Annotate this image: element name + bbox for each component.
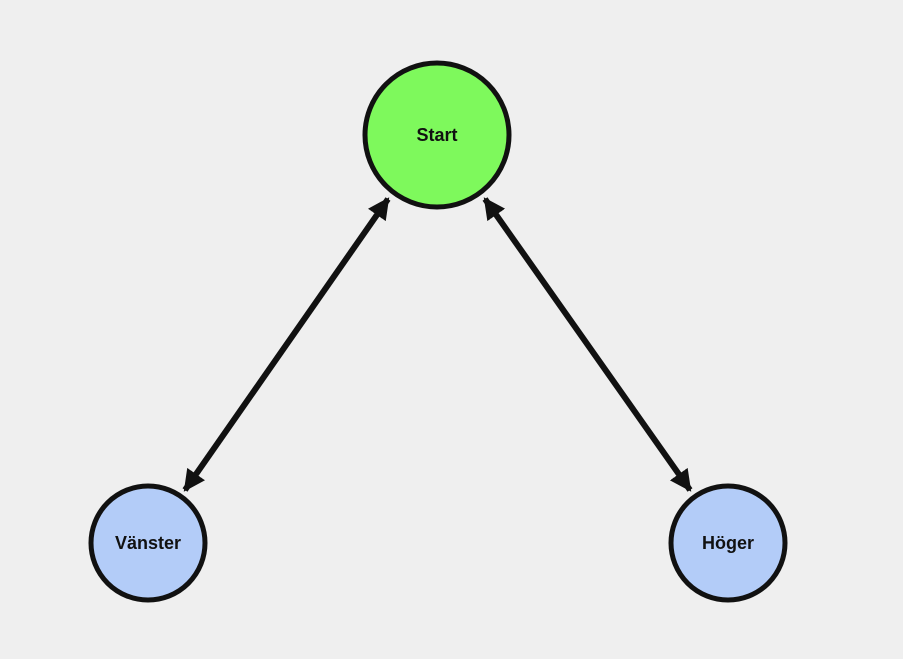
edge-start-right xyxy=(482,197,693,492)
window-edge xyxy=(903,0,906,659)
node-right[interactable]: Höger xyxy=(668,483,788,603)
node-left-circle xyxy=(88,483,208,603)
edge-start-left xyxy=(182,197,391,492)
node-right-label: Höger xyxy=(702,533,754,553)
node-start-label: Start xyxy=(416,125,457,145)
node-start[interactable]: Start xyxy=(362,60,512,210)
node-left[interactable]: Vänster xyxy=(88,483,208,603)
node-right-circle xyxy=(668,483,788,603)
node-left-label: Vänster xyxy=(115,533,181,553)
node-start-circle xyxy=(362,60,512,210)
